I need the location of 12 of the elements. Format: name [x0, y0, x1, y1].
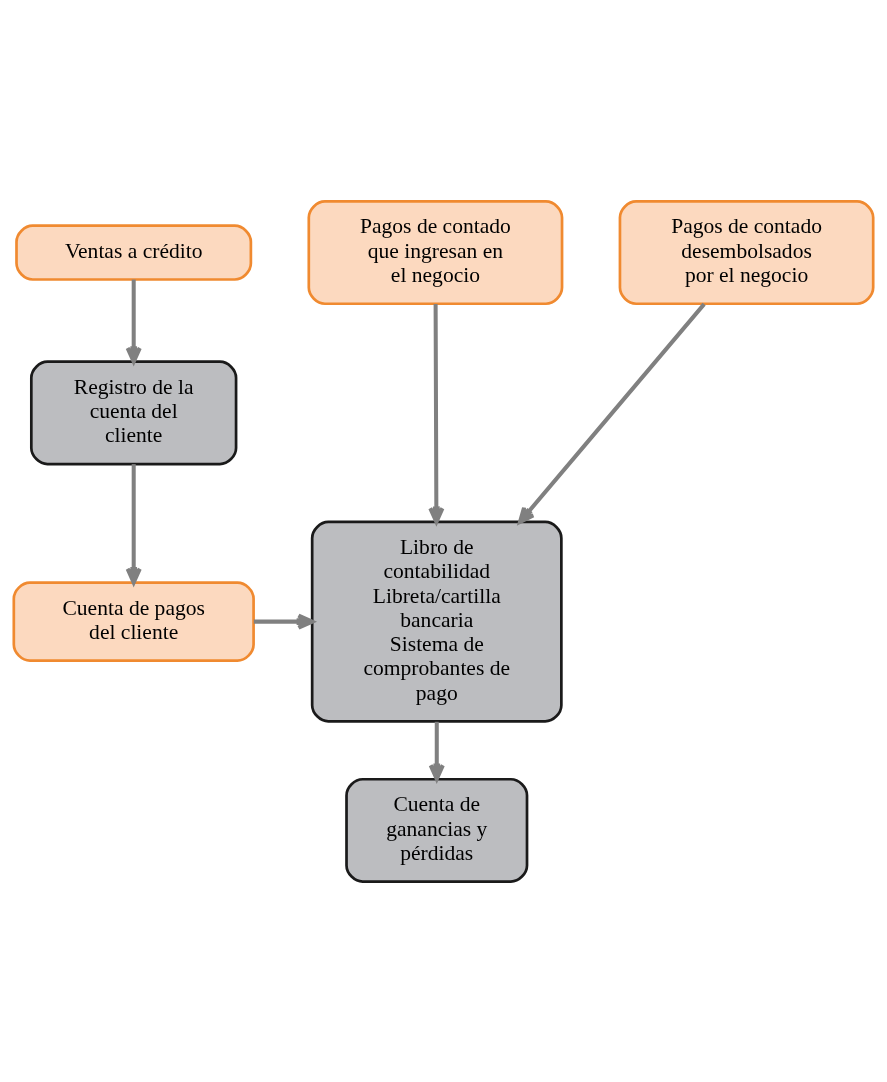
node-box: Cuenta de pagos del cliente — [12, 580, 255, 662]
node-box: Cuenta de ganancias y pérdidas — [345, 777, 529, 883]
node-box: Ventas a crédito — [15, 223, 253, 281]
arrow — [253, 613, 315, 630]
arrow — [125, 279, 142, 364]
node-box: Libro de contabilidad Libreta/cartilla bancaria Sistema de comprobantes de pago — [310, 520, 563, 723]
node-box: Pagos de contado que ingresan en el negocio — [307, 199, 564, 305]
arrow — [428, 303, 445, 524]
arrow — [517, 302, 706, 524]
arrow — [428, 721, 445, 781]
node-box: Registro de la cuenta del cliente — [29, 359, 238, 465]
node-box: Pagos de contado desembolsados por el negocio — [618, 199, 875, 305]
